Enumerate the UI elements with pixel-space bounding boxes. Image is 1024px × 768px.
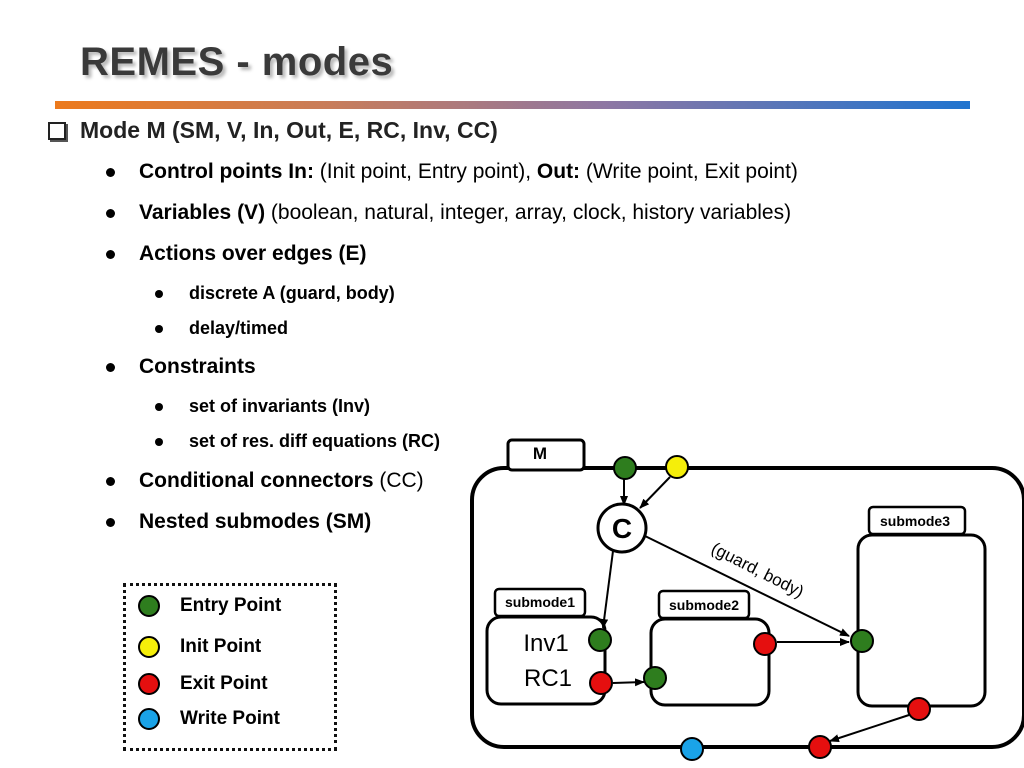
bullet-icon	[106, 208, 115, 218]
variables-text: (boolean, natural, integer, array, clock…	[265, 201, 792, 224]
mode-m-label: M	[533, 444, 547, 463]
edge-c-to-submode1	[600, 550, 614, 629]
bullet-icon	[106, 476, 115, 486]
submode3-label: submode3	[880, 513, 950, 529]
submode1-exit-point-icon	[589, 671, 613, 695]
sub-bullet-invariants: set of invariants (Inv)	[155, 396, 370, 417]
control-points-out-label: Out:	[536, 160, 581, 183]
bullet-icon	[106, 517, 115, 527]
m-exit-point-icon	[808, 735, 832, 759]
submode2-entry-point-icon	[643, 666, 667, 690]
variables-label: Variables (V)	[139, 201, 266, 224]
legend-exit: Exit Point	[138, 673, 268, 695]
control-points-out: (Write point, Exit point)	[580, 160, 798, 183]
mode-line: Mode M (SM, V, In, Out, E, RC, Inv, CC)	[48, 117, 498, 144]
submode3-tab	[867, 505, 967, 536]
legend-entry-label: Entry Point	[180, 595, 282, 616]
legend-init-label: Init Point	[180, 636, 262, 657]
edge-submode3-to-exit	[829, 714, 910, 742]
legend-write: Write Point	[138, 708, 280, 730]
bullet-icon	[155, 402, 163, 411]
edge-init-to-c	[639, 476, 671, 509]
sub-bullet-diff-equations: set of res. diff equations (RC)	[155, 431, 440, 452]
sub-bullet-discrete: discrete A (guard, body)	[155, 283, 395, 304]
mode-m-tab	[506, 438, 586, 472]
bullet-icon	[155, 324, 163, 333]
submode3-exit-point-icon	[907, 697, 931, 721]
control-points-label: Control points In:	[139, 160, 314, 183]
actions-sub2: delay/timed	[189, 318, 289, 338]
m-write-point-icon	[680, 737, 704, 761]
actions-sub1: discrete A (guard, body)	[189, 283, 395, 303]
mode-line-text: Mode M (SM, V, In, Out, E, RC, Inv, CC)	[80, 117, 498, 143]
conditional-label: Conditional connectors	[139, 469, 374, 492]
submode3-entry-point-icon	[850, 629, 874, 653]
legend-write-label: Write Point	[180, 708, 280, 729]
sub-bullet-delay: delay/timed	[155, 318, 288, 339]
connector-label: C	[612, 513, 632, 544]
legend-exit-label: Exit Point	[180, 673, 268, 694]
m-init-point-icon	[665, 455, 689, 479]
bullet-icon	[106, 249, 115, 259]
control-points-in: (Init point, Entry point),	[313, 160, 537, 183]
legend-entry: Entry Point	[138, 595, 281, 617]
constraints-sub2: set of res. diff equations (RC)	[189, 431, 441, 451]
bullet-constraints: Constraints	[106, 355, 256, 379]
submode2-tab	[657, 589, 751, 620]
conditional-text: (CC)	[373, 469, 424, 492]
bullet-control-points: Control points In: (Init point, Entry po…	[106, 160, 798, 184]
edge-c-to-submode3	[644, 535, 850, 637]
bullet-icon	[155, 437, 163, 446]
entry-point-icon	[138, 595, 160, 617]
bullet-icon	[155, 289, 163, 298]
title-underline	[55, 101, 970, 109]
submode2-box	[649, 617, 771, 707]
legend-init: Init Point	[138, 636, 261, 658]
bullet-actions: Actions over edges (E)	[106, 242, 367, 266]
bullet-conditional: Conditional connectors (CC)	[106, 469, 424, 493]
conditional-connector	[596, 502, 648, 554]
submode1-tab	[493, 587, 587, 618]
write-point-icon	[138, 708, 160, 730]
bullet-icon	[106, 362, 115, 372]
submode1-label: submode1	[505, 594, 575, 610]
edge-submode1-to-submode2	[612, 678, 645, 687]
exit-point-icon	[138, 673, 160, 695]
constraints-sub1: set of invariants (Inv)	[189, 396, 371, 416]
submode3-box	[856, 533, 987, 708]
constraints-label: Constraints	[139, 355, 256, 378]
init-point-icon	[138, 636, 160, 658]
bullet-icon	[106, 167, 115, 177]
submode2-exit-point-icon	[753, 632, 777, 656]
submode1-inv: Inv1	[523, 630, 568, 657]
m-entry-point-icon	[613, 456, 637, 480]
submode1-rc: RC1	[524, 665, 572, 692]
submode2-label: submode2	[669, 597, 739, 613]
legend-box: Entry Point Init Point Exit Point Write …	[123, 583, 337, 751]
actions-label: Actions over edges (E)	[139, 242, 367, 265]
bullet-variables: Variables (V) (boolean, natural, integer…	[106, 201, 791, 225]
checkbox-bullet-icon	[48, 121, 66, 140]
slide-title: REMES - modes	[80, 40, 394, 84]
submode1-entry-point-icon	[588, 628, 612, 652]
nested-label: Nested submodes (SM)	[139, 510, 372, 533]
bullet-nested: Nested submodes (SM)	[106, 510, 371, 534]
